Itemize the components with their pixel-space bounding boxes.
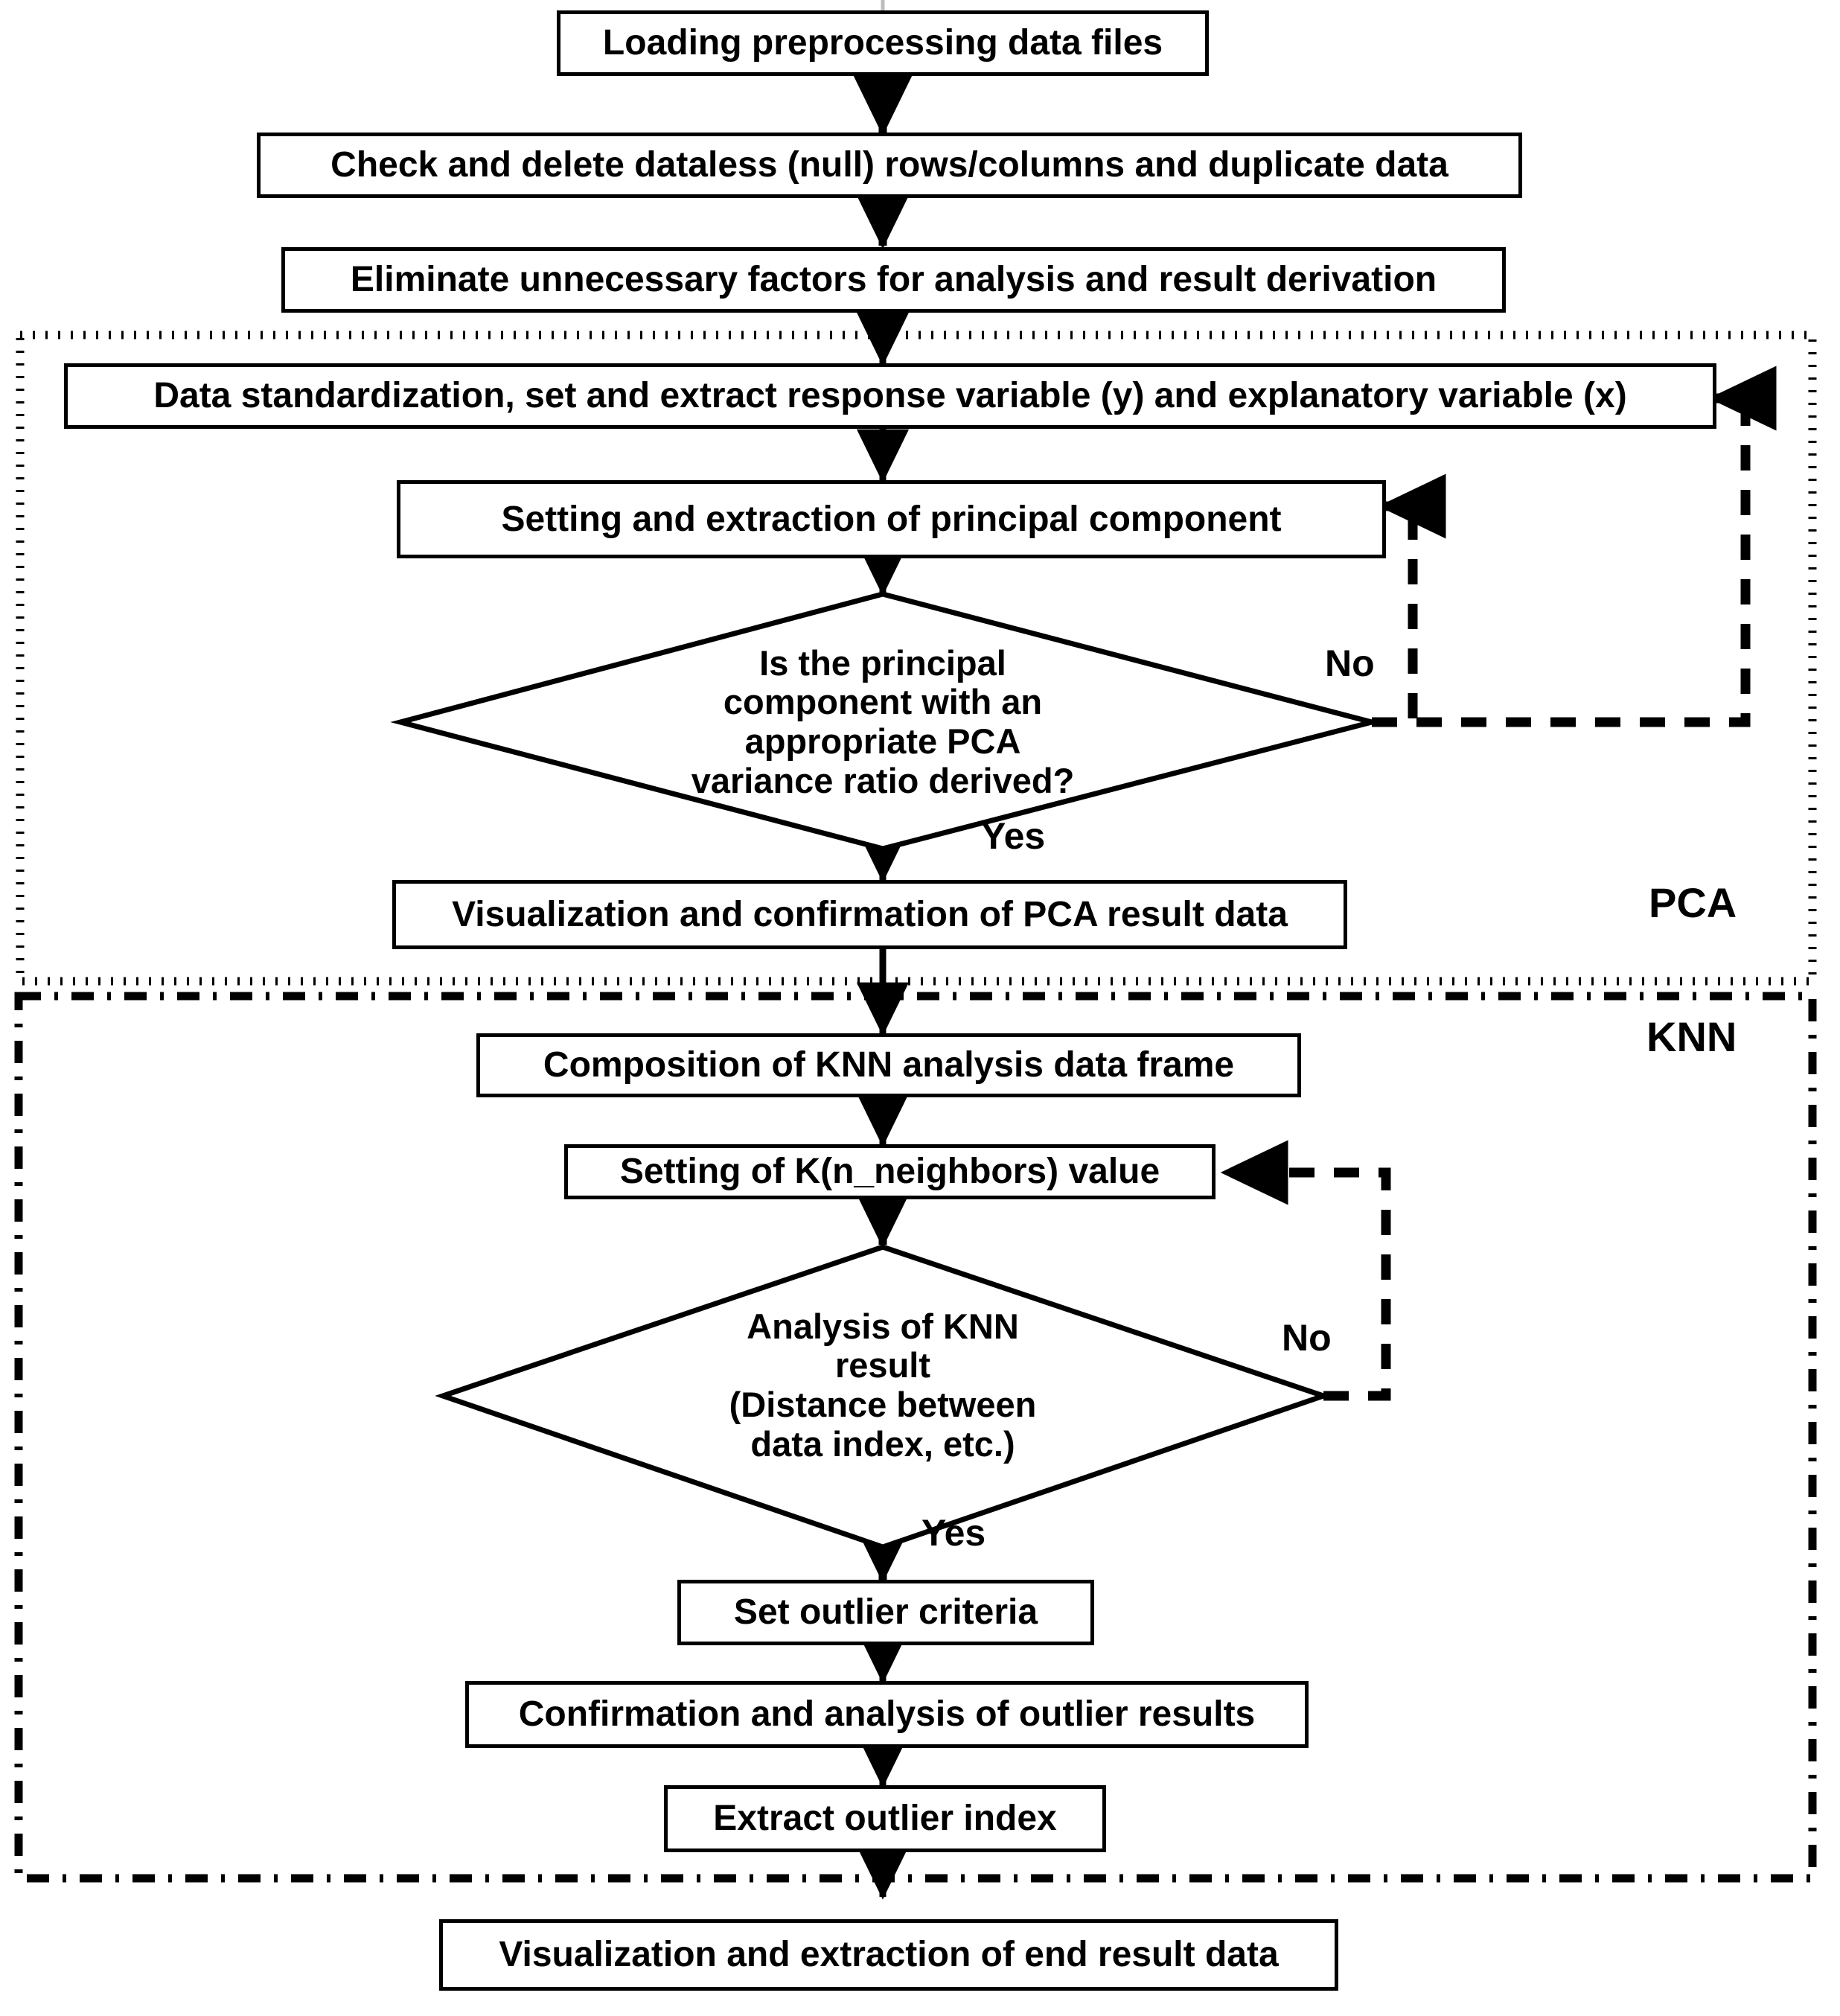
loop-knn bbox=[1220, 1140, 1391, 1401]
node-label: Data standardization, set and extract re… bbox=[153, 376, 1627, 416]
group-frame-knn bbox=[14, 992, 1817, 1883]
node-label: Eliminate unnecessary factors for analys… bbox=[350, 260, 1437, 300]
node-visualization-extraction-end-result-data[interactable]: Visualization and extraction of end resu… bbox=[439, 1919, 1338, 1991]
node-confirmation-analysis-outlier-results[interactable]: Confirmation and analysis of outlier res… bbox=[465, 1681, 1309, 1748]
edge-label-pca-yes: Yes bbox=[981, 815, 1046, 857]
node-check-and-delete-dataless-rows[interactable]: Check and delete dataless (null) rows/co… bbox=[257, 133, 1522, 198]
loop-pca-inner bbox=[1372, 473, 1446, 727]
group-label-knn: KNN bbox=[1646, 1013, 1737, 1060]
decision-pca-shape bbox=[390, 591, 1382, 852]
node-label: Check and delete dataless (null) rows/co… bbox=[330, 145, 1448, 185]
node-eliminate-unnecessary-factors[interactable]: Eliminate unnecessary factors for analys… bbox=[281, 247, 1506, 313]
node-label: Setting of K(n_neighbors) value bbox=[619, 1152, 1160, 1192]
node-label: Confirmation and analysis of outlier res… bbox=[518, 1694, 1256, 1735]
group-label-pca: PCA bbox=[1649, 879, 1737, 926]
node-composition-knn-data-frame[interactable]: Composition of KNN analysis data frame bbox=[476, 1033, 1301, 1097]
node-label: Composition of KNN analysis data frame bbox=[543, 1045, 1235, 1085]
node-label: Extract outlier index bbox=[713, 1799, 1057, 1839]
edge-label-knn-no: No bbox=[1282, 1317, 1332, 1359]
node-loading-preprocessing-data-files[interactable]: Loading preprocessing data files bbox=[557, 10, 1209, 76]
node-data-standardization[interactable]: Data standardization, set and extract re… bbox=[64, 363, 1716, 429]
loop-pca-outer bbox=[1372, 366, 1777, 727]
node-setting-k-neighbors-value[interactable]: Setting of K(n_neighbors) value bbox=[564, 1144, 1216, 1199]
node-label: Setting and extraction of principal comp… bbox=[501, 499, 1282, 539]
node-label: Visualization and extraction of end resu… bbox=[499, 1935, 1279, 1975]
edge-label-knn-yes: Yes bbox=[921, 1512, 986, 1554]
node-label: Loading preprocessing data files bbox=[602, 23, 1163, 63]
node-visualization-confirmation-pca-result[interactable]: Visualization and confirmation of PCA re… bbox=[392, 880, 1347, 949]
node-label: Set outlier criteria bbox=[733, 1592, 1038, 1633]
group-frame-pca bbox=[16, 331, 1817, 986]
decision-knn-shape bbox=[435, 1244, 1332, 1550]
node-set-outlier-criteria[interactable]: Set outlier criteria bbox=[677, 1580, 1094, 1645]
node-label: Visualization and confirmation of PCA re… bbox=[452, 894, 1288, 934]
node-setting-extraction-principal-component[interactable]: Setting and extraction of principal comp… bbox=[397, 480, 1386, 558]
node-extract-outlier-index[interactable]: Extract outlier index bbox=[664, 1785, 1106, 1852]
edge-label-pca-no: No bbox=[1325, 642, 1375, 684]
